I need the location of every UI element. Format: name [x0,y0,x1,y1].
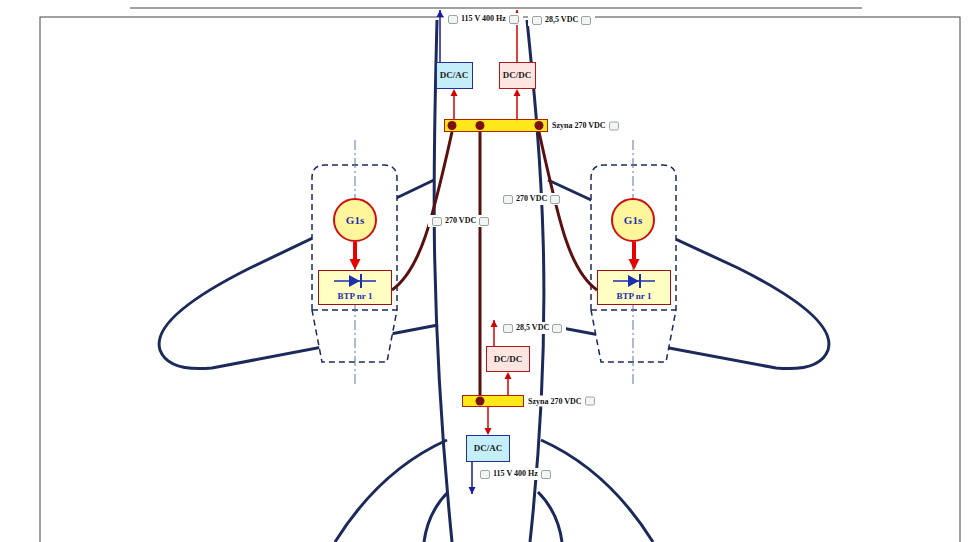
center-line [355,140,356,385]
bus-junction [476,121,485,130]
diode-bar [360,274,362,288]
fuselage-right [527,20,544,542]
signal-label: 270 VDC [428,215,493,227]
tail-right-inner [538,492,562,542]
signal-label: 115 V 400 Hz [444,13,523,25]
converter-box: DC/DC [486,346,530,372]
rectifier-box: BTP nr 1 [597,270,671,305]
power-arrow [632,242,636,259]
bus-junction [476,397,485,406]
frame-line [130,8,862,9]
bus-junction [535,121,544,130]
frame [40,17,960,542]
output-arrow [493,320,495,346]
converter-box: DC/DC [499,62,536,89]
signal-label: 270 VDC [499,193,564,205]
center-line [633,140,634,385]
power-arrow [507,379,509,395]
power-cable [539,132,597,290]
power-arrow [487,407,489,428]
diode-symbol [613,274,655,288]
power-arrow [516,96,518,119]
node-label: G1s [346,215,364,226]
bus-bar: Szyna 270 VDC [444,119,548,132]
node-label: DC/DC [503,71,532,80]
generator-circle: G1s [333,198,377,242]
converter-box: DC/AC [466,435,510,462]
diode-triangle [349,275,360,287]
output-arrow [439,10,441,62]
bus-junction [448,121,457,130]
signal-label: 28,5 VDC [528,14,595,26]
node-label: G1s [624,215,642,226]
node-label: DC/DC [494,355,523,364]
converter-box: DC/AC [436,62,473,89]
diode-symbol [334,274,376,288]
bus-label: Szyna 270 VDC [527,396,596,407]
power-cable [479,132,482,395]
right-wing [546,180,829,369]
bus-label: Szyna 270 VDC [551,120,620,131]
diode-lead [334,280,376,282]
signal-label: 28,5 VDC [499,322,566,334]
generator-circle: G1s [611,198,655,242]
diode-lead [613,280,655,282]
rectifier-box: BTP nr 1 [318,270,392,305]
output-arrow [471,462,473,494]
node-label: BTP nr 1 [617,292,652,301]
power-cable [392,132,452,290]
node-label: BTP nr 1 [338,292,373,301]
node-label: DC/AC [440,71,469,80]
node-label: DC/AC [474,444,503,453]
tail-left-inner [424,492,448,542]
power-arrow [453,96,455,119]
bus-bar: Szyna 270 VDC [462,395,524,407]
signal-label: 115 V 400 Hz [476,468,555,480]
diode-triangle [628,275,639,287]
power-arrow [353,242,357,259]
fuselage-left [434,20,452,542]
tail-left [335,440,447,542]
diode-bar [639,274,641,288]
